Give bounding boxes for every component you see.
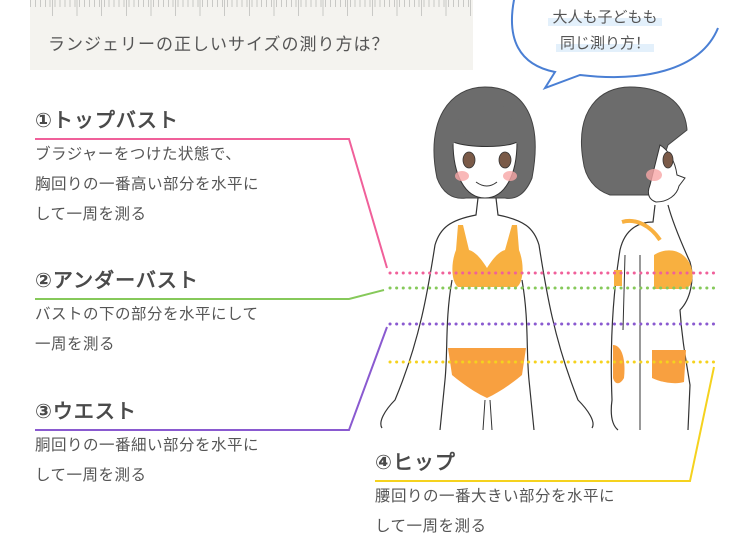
section-under-bust: ②アンダーバスト バストの下の部分を水平にして 一周を測る (35, 264, 259, 359)
section-waist: ③ウエスト 胴回りの一番細い部分を水平に して一周を測る (35, 395, 259, 490)
section-description: 胴回りの一番細い部分を水平に して一周を測る (35, 430, 259, 490)
section-description: ブラジャーをつけた状態で、 胸回りの一番高い部分を水平に して一周を測る (35, 139, 259, 229)
ruler-header: ランジェリーの正しいサイズの測り方は？ (30, 0, 473, 70)
waist-leader (35, 326, 388, 431)
bubble-line-1: 大人も子どもも (548, 8, 662, 26)
front-figure (380, 86, 594, 431)
section-title: ②アンダーバスト (35, 268, 199, 292)
section-description: バストの下の部分を水平にして 一周を測る (35, 299, 259, 359)
desc-line: 胸回りの一番高い部分を水平に (35, 175, 260, 193)
hip-leader (375, 366, 715, 482)
desc-line: 一周を測る (35, 335, 116, 353)
top-bust-leader (35, 138, 388, 269)
speech-bubble-text: 大人も子どもも 同じ測り方！ (530, 4, 680, 56)
section-title: ③ウエスト (35, 399, 137, 423)
desc-line: して一周を測る (375, 517, 487, 535)
leader-lines (35, 138, 715, 482)
bubble-line-2: 同じ測り方！ (555, 34, 654, 52)
desc-line: して一周を測る (35, 205, 147, 223)
desc-line: 胴回りの一番細い部分を水平に (35, 436, 260, 454)
section-description: 腰回りの一番大きい部分を水平に して一周を測る (375, 481, 615, 541)
desc-line: 腰回りの一番大きい部分を水平に (375, 487, 616, 505)
under-bust-leader (35, 289, 385, 300)
desc-line: ブラジャーをつけた状態で、 (35, 145, 242, 163)
section-title: ①トップバスト (35, 108, 179, 132)
side-figure (581, 86, 693, 431)
measurement-lines (388, 271, 720, 364)
section-hip: ④ヒップ 腰回りの一番大きい部分を水平に して一周を測る (375, 446, 615, 541)
ruler-ticks (30, 0, 473, 18)
section-top-bust: ①トップバスト ブラジャーをつけた状態で、 胸回りの一番高い部分を水平に して一… (35, 104, 259, 229)
desc-line: して一周を測る (35, 466, 147, 484)
section-title: ④ヒップ (375, 450, 456, 474)
desc-line: バストの下の部分を水平にして (35, 305, 259, 323)
page-title: ランジェリーの正しいサイズの測り方は？ (48, 35, 390, 55)
